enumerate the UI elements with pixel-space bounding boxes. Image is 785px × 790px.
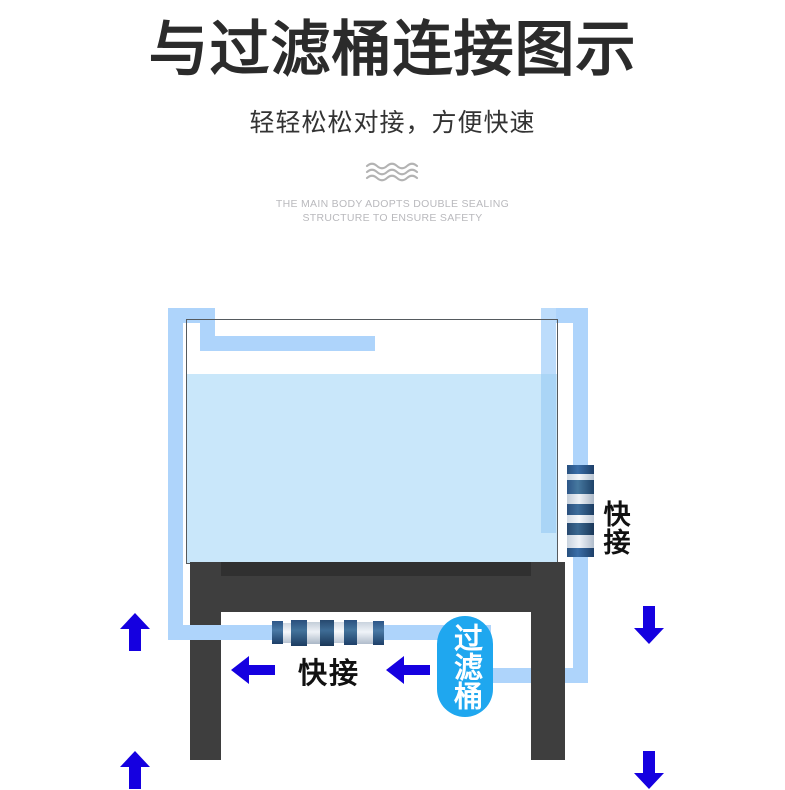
connector-band-collar	[567, 515, 594, 523]
connector-h-ring-right	[344, 620, 357, 645]
wave-lines-icon	[365, 162, 418, 182]
header-block: 与过滤桶连接图示 轻轻松松对接，方便快速 THE MAIN BODY ADOPT…	[0, 0, 785, 226]
page-subtitle: 轻轻松松对接，方便快速	[249, 109, 536, 138]
filter-bucket-badge[interactable]: 过滤桶	[437, 616, 493, 717]
connector-band-window	[567, 494, 594, 504]
connector-h-dial	[357, 621, 373, 644]
connector-band-nut-top	[567, 465, 594, 474]
connector-band-nut-bottom	[567, 548, 594, 557]
flow-arrow-down-inlet-top	[634, 606, 664, 644]
pipe-floor-run-left	[168, 625, 223, 640]
quick-connector-horizontal[interactable]	[272, 619, 384, 646]
stand-apron-rail	[190, 576, 565, 612]
connector-h-nut-left	[272, 621, 283, 644]
connector-h-sleeve-left	[291, 619, 307, 646]
connector-h-ring-mid	[320, 619, 334, 646]
flow-arrow-up-outlet-bottom	[120, 751, 150, 789]
stand-top-rail	[190, 562, 565, 576]
connector-h-nut-right	[373, 620, 384, 645]
pipe-left-riser	[168, 308, 183, 640]
tank-water-intake-shade	[541, 374, 556, 533]
page-title: 与过滤桶连接图示	[148, 16, 637, 83]
flow-arrow-up-outlet-top	[120, 613, 150, 651]
flow-arrow-left-return-outer	[231, 656, 275, 684]
english-caption: THE MAIN BODY ADOPTS DOUBLE SEALING STRU…	[0, 197, 785, 225]
connector-band-ring-lower	[567, 523, 594, 535]
connector-h-window	[307, 621, 320, 644]
wave-divider	[0, 159, 785, 185]
label-quick-connect-bottom: 快接	[298, 658, 361, 690]
label-quick-connect-right: 快接	[599, 500, 630, 556]
filter-bucket-badge-label: 过滤桶	[449, 623, 482, 710]
flow-arrow-down-inlet-bottom	[634, 751, 664, 789]
tank-water	[187, 374, 557, 563]
connector-h-collar	[334, 622, 344, 643]
quick-connector-vertical[interactable]	[567, 465, 594, 557]
flow-arrow-left-return-inner	[386, 656, 430, 684]
pipe-right-lower-riser	[573, 555, 588, 682]
pipe-spray-bar	[200, 336, 375, 351]
english-caption-line-1: THE MAIN BODY ADOPTS DOUBLE SEALING	[275, 198, 510, 211]
english-caption-line-2: STRUCTURE TO ENSURE SAFETY	[302, 212, 483, 225]
stand-leg-right	[531, 562, 565, 760]
connector-h-body-left	[283, 622, 291, 643]
aquarium-filter-connection-diagram: 快接 快接 过滤桶	[0, 250, 785, 789]
pipe-right-outer-riser	[573, 308, 588, 468]
stand-leg-left	[190, 562, 221, 760]
connector-band-dial	[567, 535, 594, 548]
connector-band-sleeve-upper	[567, 480, 594, 494]
connector-band-ring-mid	[567, 504, 594, 515]
connector-band-body-upper	[567, 474, 594, 480]
